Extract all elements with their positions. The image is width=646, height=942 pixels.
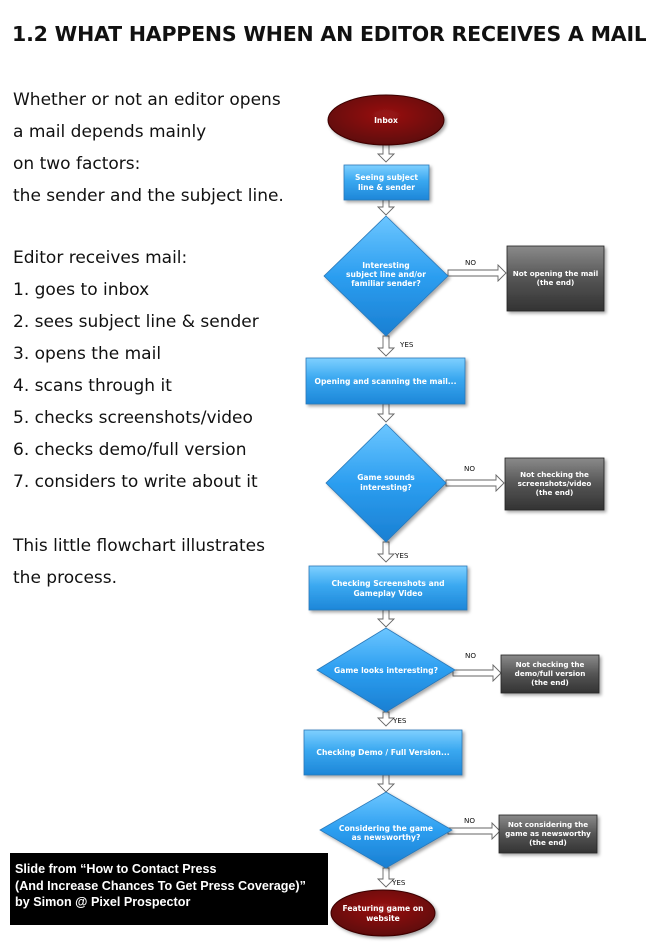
decision-interesting-subject: Interesting subject line and/or familiar… — [323, 215, 449, 337]
step-item: 5. checks screenshots/video — [13, 408, 253, 428]
down-arrow — [376, 335, 396, 357]
finish-oval: Featuring game on website — [330, 889, 436, 937]
end-label: screenshots/video — [518, 479, 592, 488]
credit-line: Slide from “How to Contact Press — [15, 862, 217, 876]
decision-label: as newsworthy? — [352, 833, 421, 842]
slide-title: 1.2 WHAT HAPPENS WHEN AN EDITOR RECEIVES… — [12, 22, 646, 46]
box-label: Gameplay Video — [353, 589, 422, 598]
down-arrow — [376, 609, 396, 628]
steps-heading: Editor receives mail: — [13, 248, 188, 268]
right-arrow — [452, 663, 502, 683]
end-label: Not considering the — [508, 820, 588, 829]
box-label: Seeing subject — [355, 173, 418, 182]
end-label: (the end) — [536, 488, 574, 497]
down-arrow — [376, 867, 396, 888]
finish-label: website — [366, 914, 400, 923]
steps-list: Editor receives mail: 1. goes to inbox 2… — [13, 242, 313, 498]
credit-box: Slide from “How to Contact Press (And In… — [10, 853, 328, 925]
connector-arrows — [376, 143, 507, 888]
decision-label: interesting? — [360, 483, 412, 492]
end-label: (the end) — [531, 678, 569, 687]
end-box-not-considering: Not considering the game as newsworthy (… — [498, 814, 598, 854]
step-item: 3. opens the mail — [13, 344, 162, 364]
box-label: Checking Demo / Full Version... — [316, 748, 449, 757]
decision-label: familiar sender? — [351, 279, 420, 288]
end-label: game as newsworthy — [505, 829, 591, 838]
down-arrow — [376, 774, 396, 793]
yes-label: YES — [391, 878, 406, 887]
step-item: 7. considers to write about it — [13, 472, 258, 492]
intro-line: the sender and the subject line. — [13, 186, 284, 206]
decision-label: subject line and/or — [346, 270, 426, 279]
step-item: 6. checks demo/full version — [13, 440, 247, 460]
end-box-not-opening: Not opening the mail (the end) — [506, 245, 605, 312]
outro-paragraph: This little flowchart illustrates the pr… — [13, 530, 313, 594]
yes-label: YES — [392, 716, 407, 725]
decision-game-looks: Game looks interesting? — [316, 627, 456, 713]
step-box-opening-scanning: Opening and scanning the mail... — [305, 357, 466, 405]
box-label: Checking Screenshots and — [331, 579, 444, 588]
no-label: NO — [465, 651, 476, 660]
end-label: (the end) — [537, 278, 575, 287]
step-item: 1. goes to inbox — [13, 280, 150, 300]
no-label: NO — [464, 816, 475, 825]
decision-label: Considering the game — [339, 824, 433, 833]
start-label: Inbox — [374, 116, 398, 125]
outro-line: the process. — [13, 568, 118, 588]
finish-label: Featuring game on — [343, 904, 424, 913]
end-label: Not checking the — [520, 470, 589, 479]
decision-label: Interesting — [362, 261, 410, 270]
end-label: demo/full version — [515, 669, 586, 678]
intro-line: Whether or not an editor opens — [13, 90, 281, 110]
step-box-checking-demo: Checking Demo / Full Version... — [303, 729, 463, 776]
credit-line: by Simon @ Pixel Prospector — [15, 895, 191, 909]
intro-line: a mail depends mainly — [13, 122, 207, 142]
end-box-not-checking-screenshots: Not checking the screenshots/video (the … — [504, 457, 605, 511]
decision-label: Game looks interesting? — [334, 666, 438, 675]
right-arrow — [447, 263, 507, 283]
box-label: Opening and scanning the mail... — [315, 377, 457, 386]
end-box-not-checking-demo: Not checking the demo/full version (the … — [500, 654, 600, 694]
decision-game-sounds: Game sounds interesting? — [325, 423, 447, 543]
down-arrow — [376, 143, 396, 163]
yes-label: YES — [394, 551, 409, 560]
box-label: line & sender — [358, 183, 415, 192]
intro-line: on two factors: — [13, 154, 141, 174]
right-arrow — [447, 821, 501, 841]
credit-line: (And Increase Chances To Get Press Cover… — [15, 878, 306, 893]
step-item: 2. sees subject line & sender — [13, 312, 259, 332]
step-item: 4. scans through it — [13, 376, 172, 396]
down-arrow — [376, 199, 396, 216]
decision-label: Game sounds — [357, 473, 415, 482]
end-label: Not opening the mail — [513, 269, 598, 278]
no-label: NO — [464, 464, 475, 473]
step-box-checking-screenshots: Checking Screenshots and Gameplay Video — [308, 565, 468, 611]
end-label: (the end) — [529, 838, 567, 847]
start-oval: Inbox — [327, 94, 445, 146]
down-arrow — [376, 403, 396, 423]
decision-considering-newsworthy: Considering the game as newsworthy? — [319, 791, 453, 869]
down-arrow — [376, 541, 396, 563]
step-box-seeing-subject: Seeing subject line & sender — [343, 164, 430, 201]
end-label: Not checking the — [516, 660, 585, 669]
no-label: NO — [465, 258, 476, 267]
outro-line: This little flowchart illustrates — [13, 536, 265, 556]
right-arrow — [445, 473, 505, 493]
intro-paragraph: Whether or not an editor opens a mail de… — [13, 84, 313, 212]
down-arrow — [376, 711, 396, 727]
yes-label: YES — [399, 340, 414, 349]
